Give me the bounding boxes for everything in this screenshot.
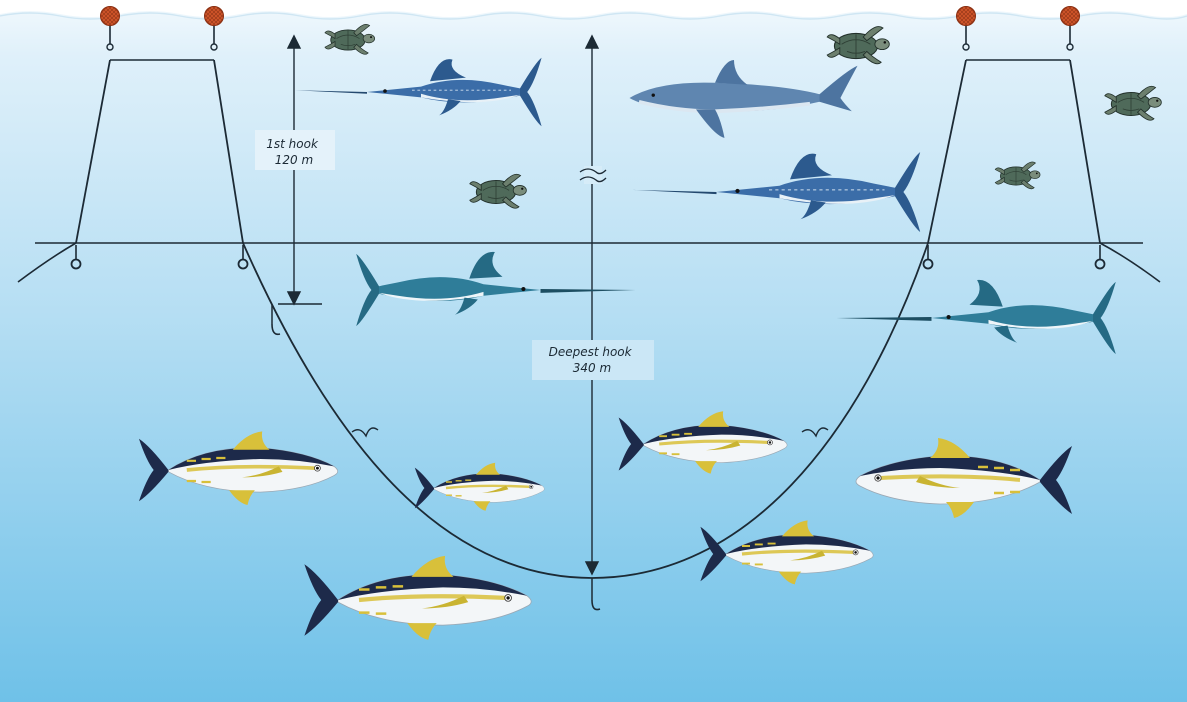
longline-diagram: 1st hook 120 m Deepest hook 340 m: [0, 0, 1187, 702]
